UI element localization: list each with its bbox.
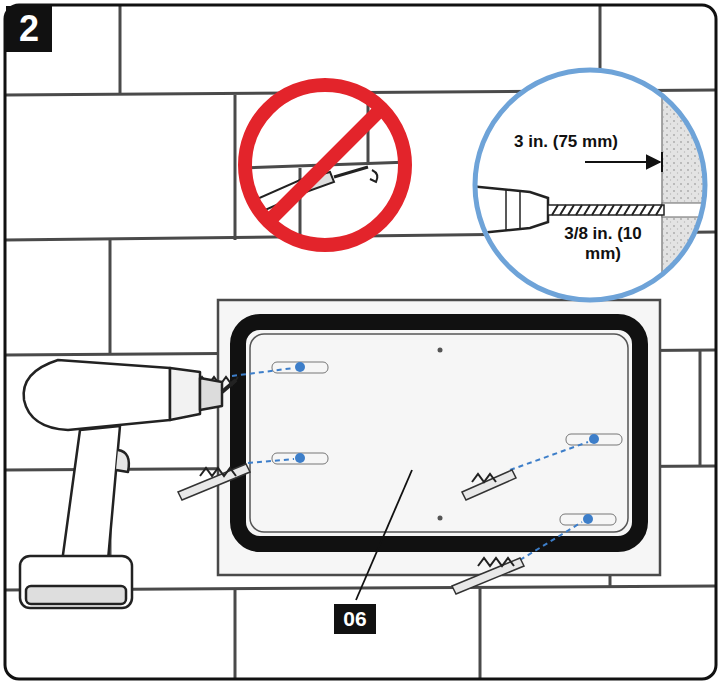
step-number: 2 (6, 6, 52, 52)
dimension-label: 3/8 in. (10 mm) (560, 224, 646, 263)
leader-line (356, 470, 412, 600)
drilling-detail (470, 60, 721, 320)
panel-frame (5, 5, 716, 679)
cordless-drill (20, 360, 236, 608)
tile-wall (5, 5, 716, 679)
wall-bracket (238, 322, 640, 544)
prohibition-sign (232, 80, 410, 250)
guide-line (232, 368, 588, 560)
dimension-label: 3 in. (75 mm) (514, 132, 654, 152)
callout-number: 06 (334, 604, 376, 634)
screw (196, 377, 514, 566)
wall-cutout (218, 300, 660, 575)
wall-anchor (178, 464, 524, 594)
